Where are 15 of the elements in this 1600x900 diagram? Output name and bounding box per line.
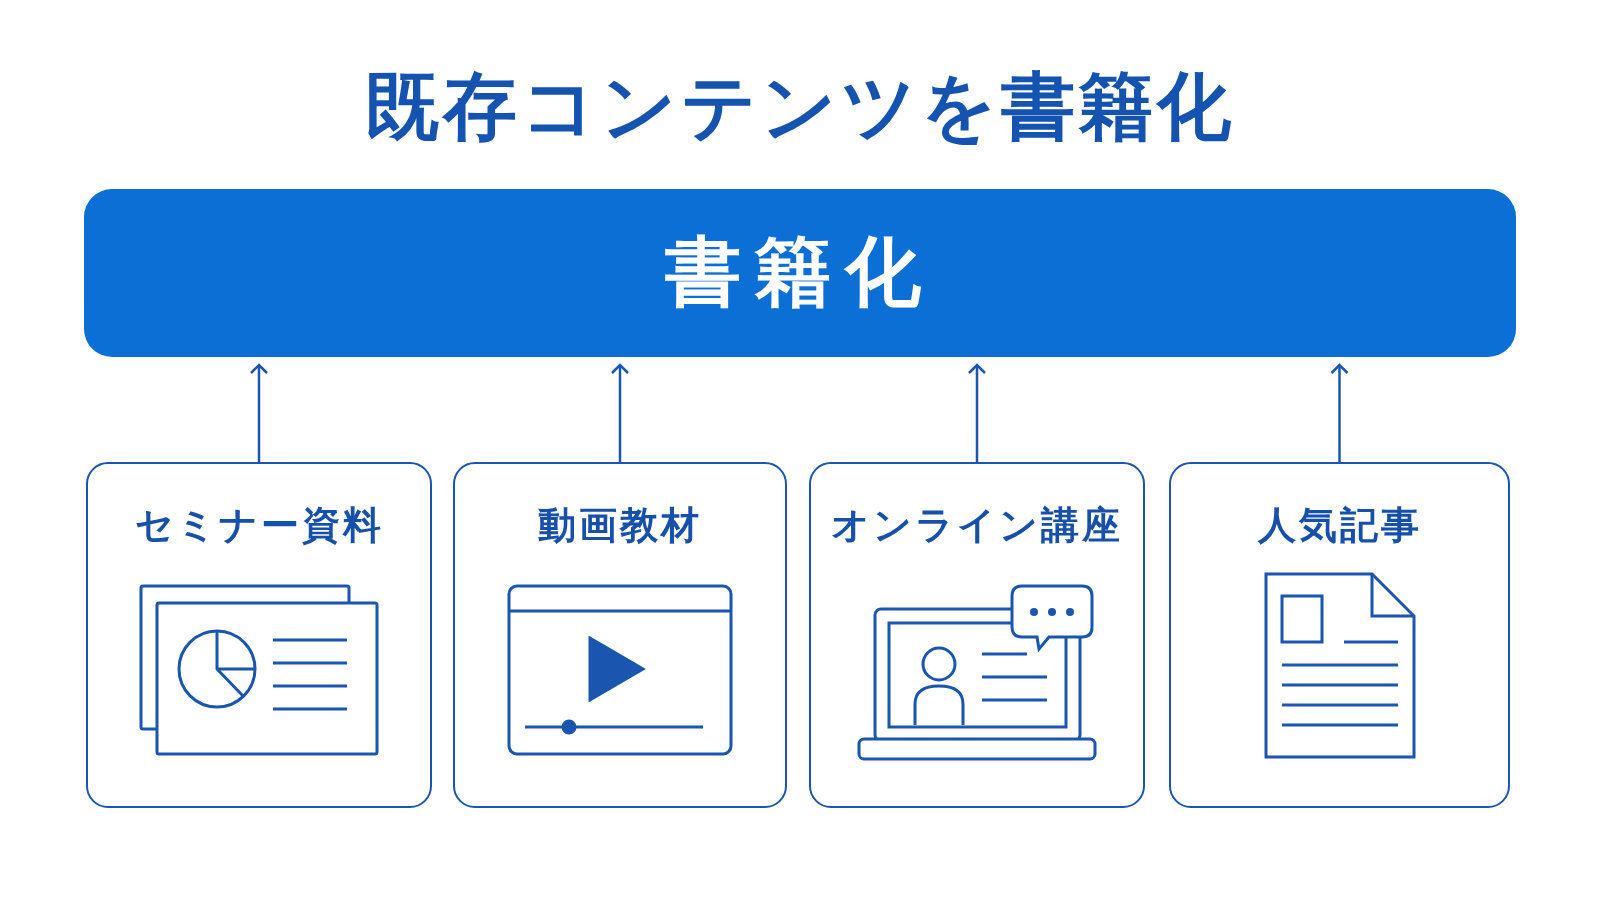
arrow [249,363,269,462]
process-bar [84,189,1516,357]
arrow [1330,363,1349,462]
content-card [453,462,787,808]
node-label: 動画教材 [537,502,703,549]
node-label: 人気記事 [1256,502,1423,549]
arrow [967,363,987,462]
content-card [809,462,1145,808]
content-card [86,462,432,808]
content-card [1169,462,1510,808]
title: 既存コンテンツを書籍化 [364,62,1236,151]
node-label: オンライン講座 [830,502,1124,549]
arrow [610,363,630,462]
node-label: セミナー資料 [133,502,385,549]
node-label: 書籍化 [665,225,935,318]
